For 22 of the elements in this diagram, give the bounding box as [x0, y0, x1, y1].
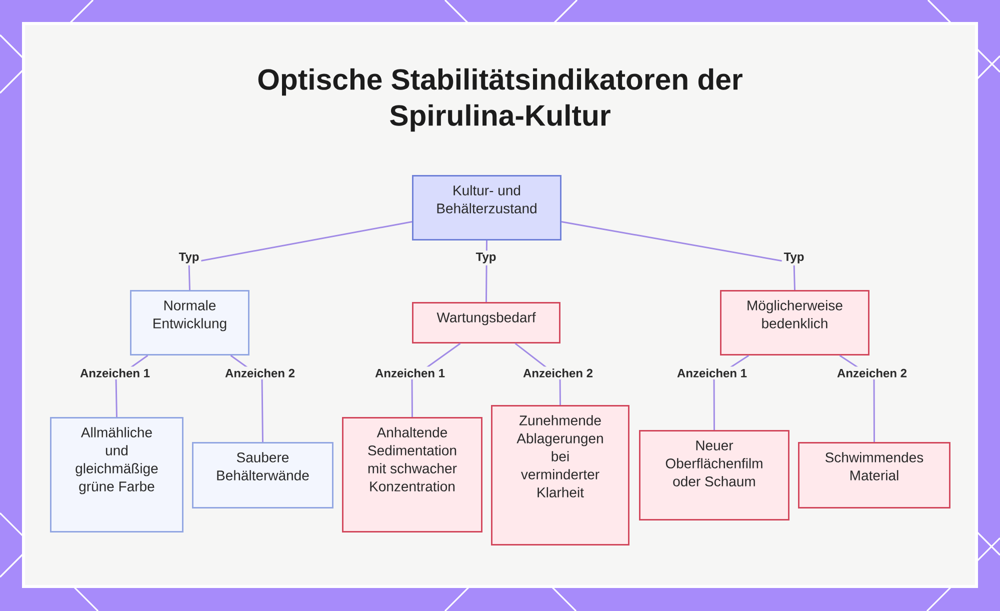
edge-label: Typ: [474, 250, 498, 266]
category-box: Schwimmendes Material: [798, 442, 950, 508]
category-box: Möglicherweise bedenklich: [720, 290, 870, 356]
category-box: Kultur- und Behälterzustand: [412, 175, 562, 240]
category-box: Anhaltende Sedimentation mit schwacher Konzentration: [342, 417, 482, 532]
category-box: Zunehmende Ablagerungen bei verminderter Klarheit: [491, 405, 630, 546]
edge-label: Typ: [782, 250, 806, 266]
connector-line: [561, 221, 796, 290]
edge-label: Anzeichen 2: [223, 366, 298, 380]
edge-label: Anzeichen 1: [373, 366, 448, 380]
edge-label: Anzeichen 1: [675, 366, 750, 380]
edge-label: Anzeichen 2: [835, 366, 910, 380]
category-box: Wartungsbedarf: [412, 302, 560, 344]
edge-label: Anzeichen 2: [521, 366, 596, 380]
category-box: Normale Entwicklung: [130, 290, 250, 356]
connector-line: [188, 221, 412, 290]
category-box: Neuer Oberflächenfilm oder Schaum: [639, 430, 790, 520]
edge-label: Anzeichen 1: [78, 366, 152, 380]
category-box: Saubere Behälterwände: [192, 442, 334, 508]
category-box: Allmähliche und gleichmäßige grüne Farbe: [50, 417, 184, 532]
edge-label: Typ: [176, 250, 202, 266]
title: Optische Stabilitätsindikatoren der Spirulina-Kultur: [258, 68, 742, 132]
